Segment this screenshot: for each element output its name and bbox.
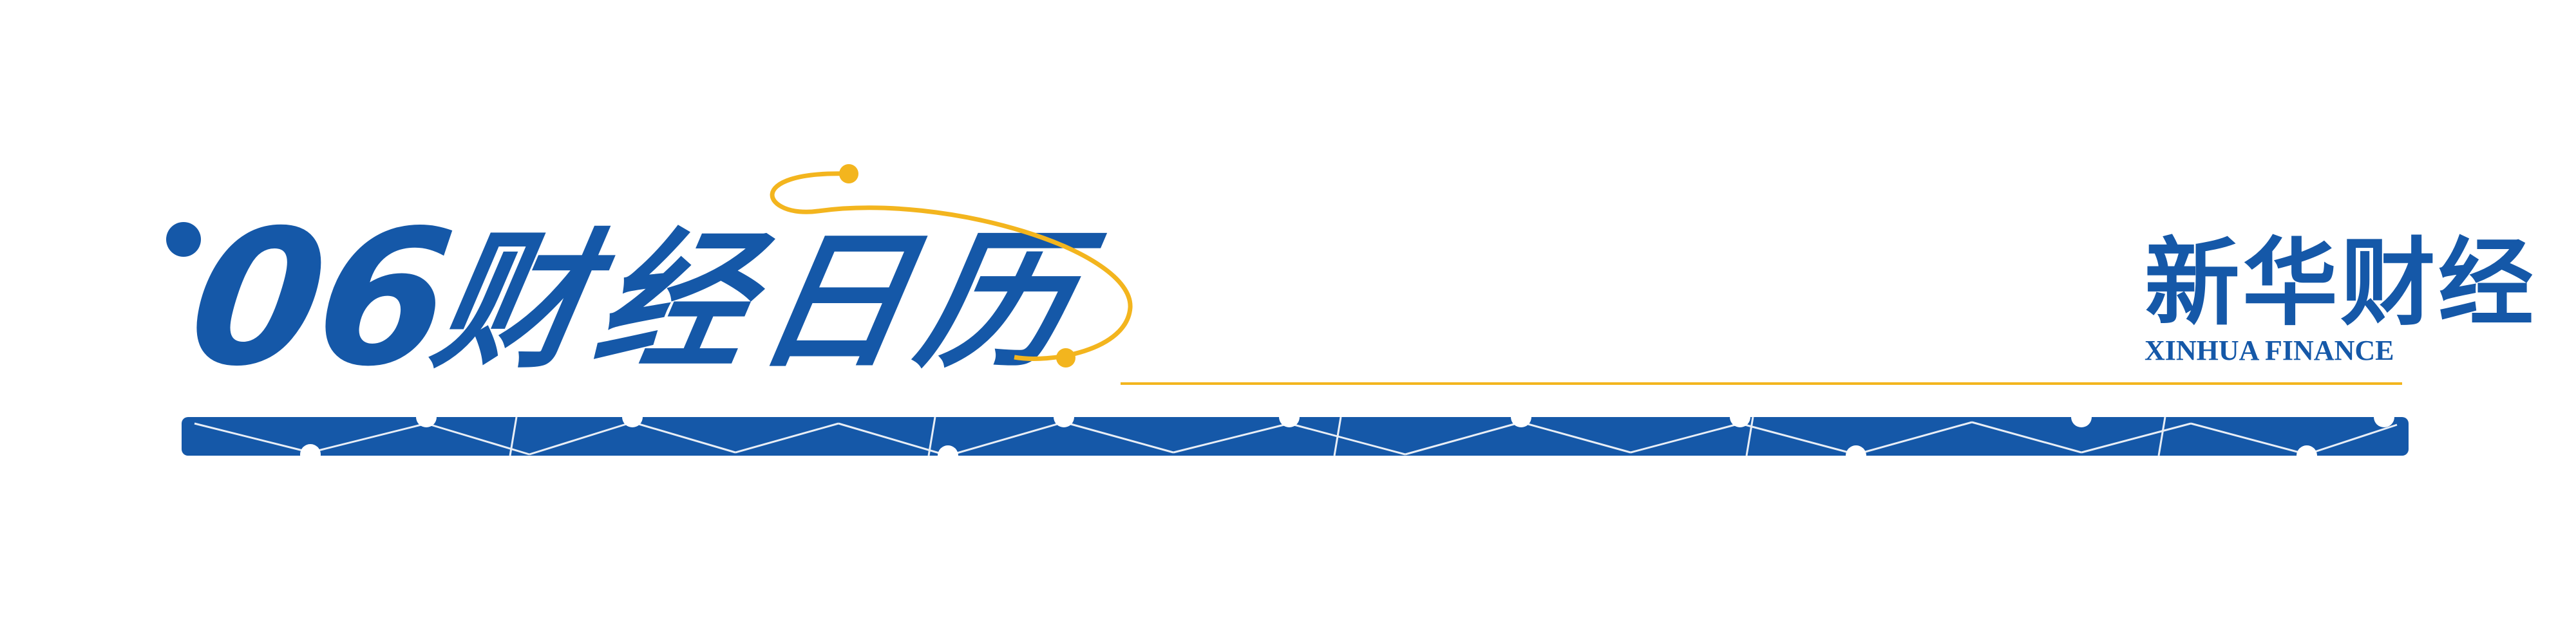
gold-divider-line <box>1121 382 2402 385</box>
logo-english: XINHUA FINANCE <box>2145 335 2394 366</box>
orbit-dot-top <box>839 164 858 183</box>
banner-title: 财经日历 <box>422 215 1097 389</box>
logo-chinese: 新华财经 <box>2145 227 2536 339</box>
xinhua-finance-logo: 新华财经 XINHUA FINANCE <box>2145 227 2536 366</box>
strip-background <box>182 417 2409 456</box>
strip-nodes <box>300 417 2394 456</box>
issue-number: 06 <box>178 191 461 407</box>
blue-pattern-strip <box>182 417 2409 456</box>
apostrophe-dot <box>166 222 201 257</box>
strip-network-lines <box>194 417 2398 456</box>
